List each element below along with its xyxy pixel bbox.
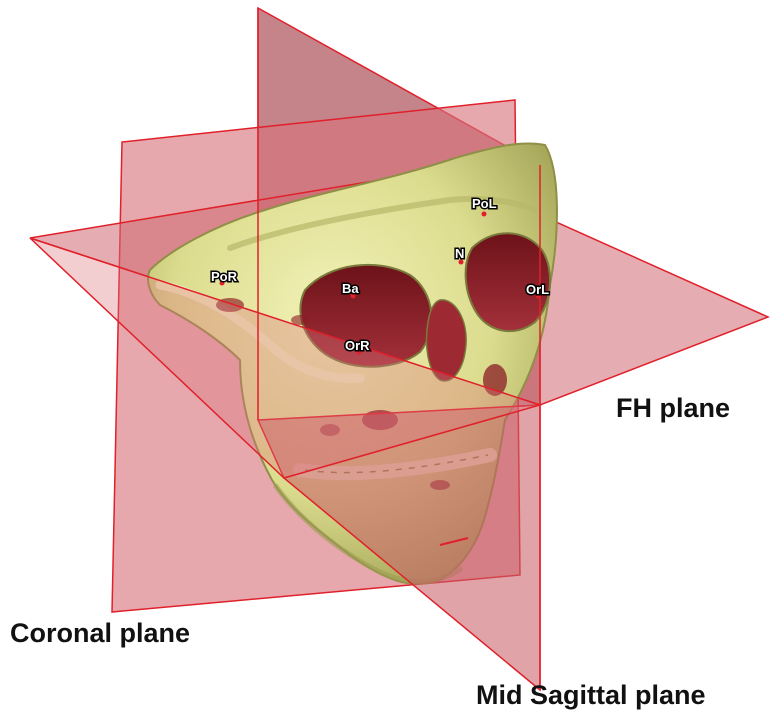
landmark-ba: Ba: [342, 281, 359, 299]
landmark-label: N: [455, 246, 464, 261]
landmark-por: PoR: [211, 269, 238, 286]
landmark-label: OrL: [526, 282, 549, 297]
landmark-label: PoL: [472, 196, 497, 211]
landmark-label: Ba: [342, 281, 359, 296]
fh-plane-label: FH plane: [616, 393, 730, 424]
landmark-label: PoR: [211, 269, 238, 284]
sinus-hole: [291, 315, 309, 325]
mid-sagittal-plane-label: Mid Sagittal plane: [476, 680, 706, 711]
landmark-label: OrR: [345, 338, 370, 353]
landmark-orr: OrR: [345, 338, 370, 355]
landmark-orl: OrL: [526, 282, 549, 299]
coronal-plane-label: Coronal plane: [10, 618, 190, 649]
